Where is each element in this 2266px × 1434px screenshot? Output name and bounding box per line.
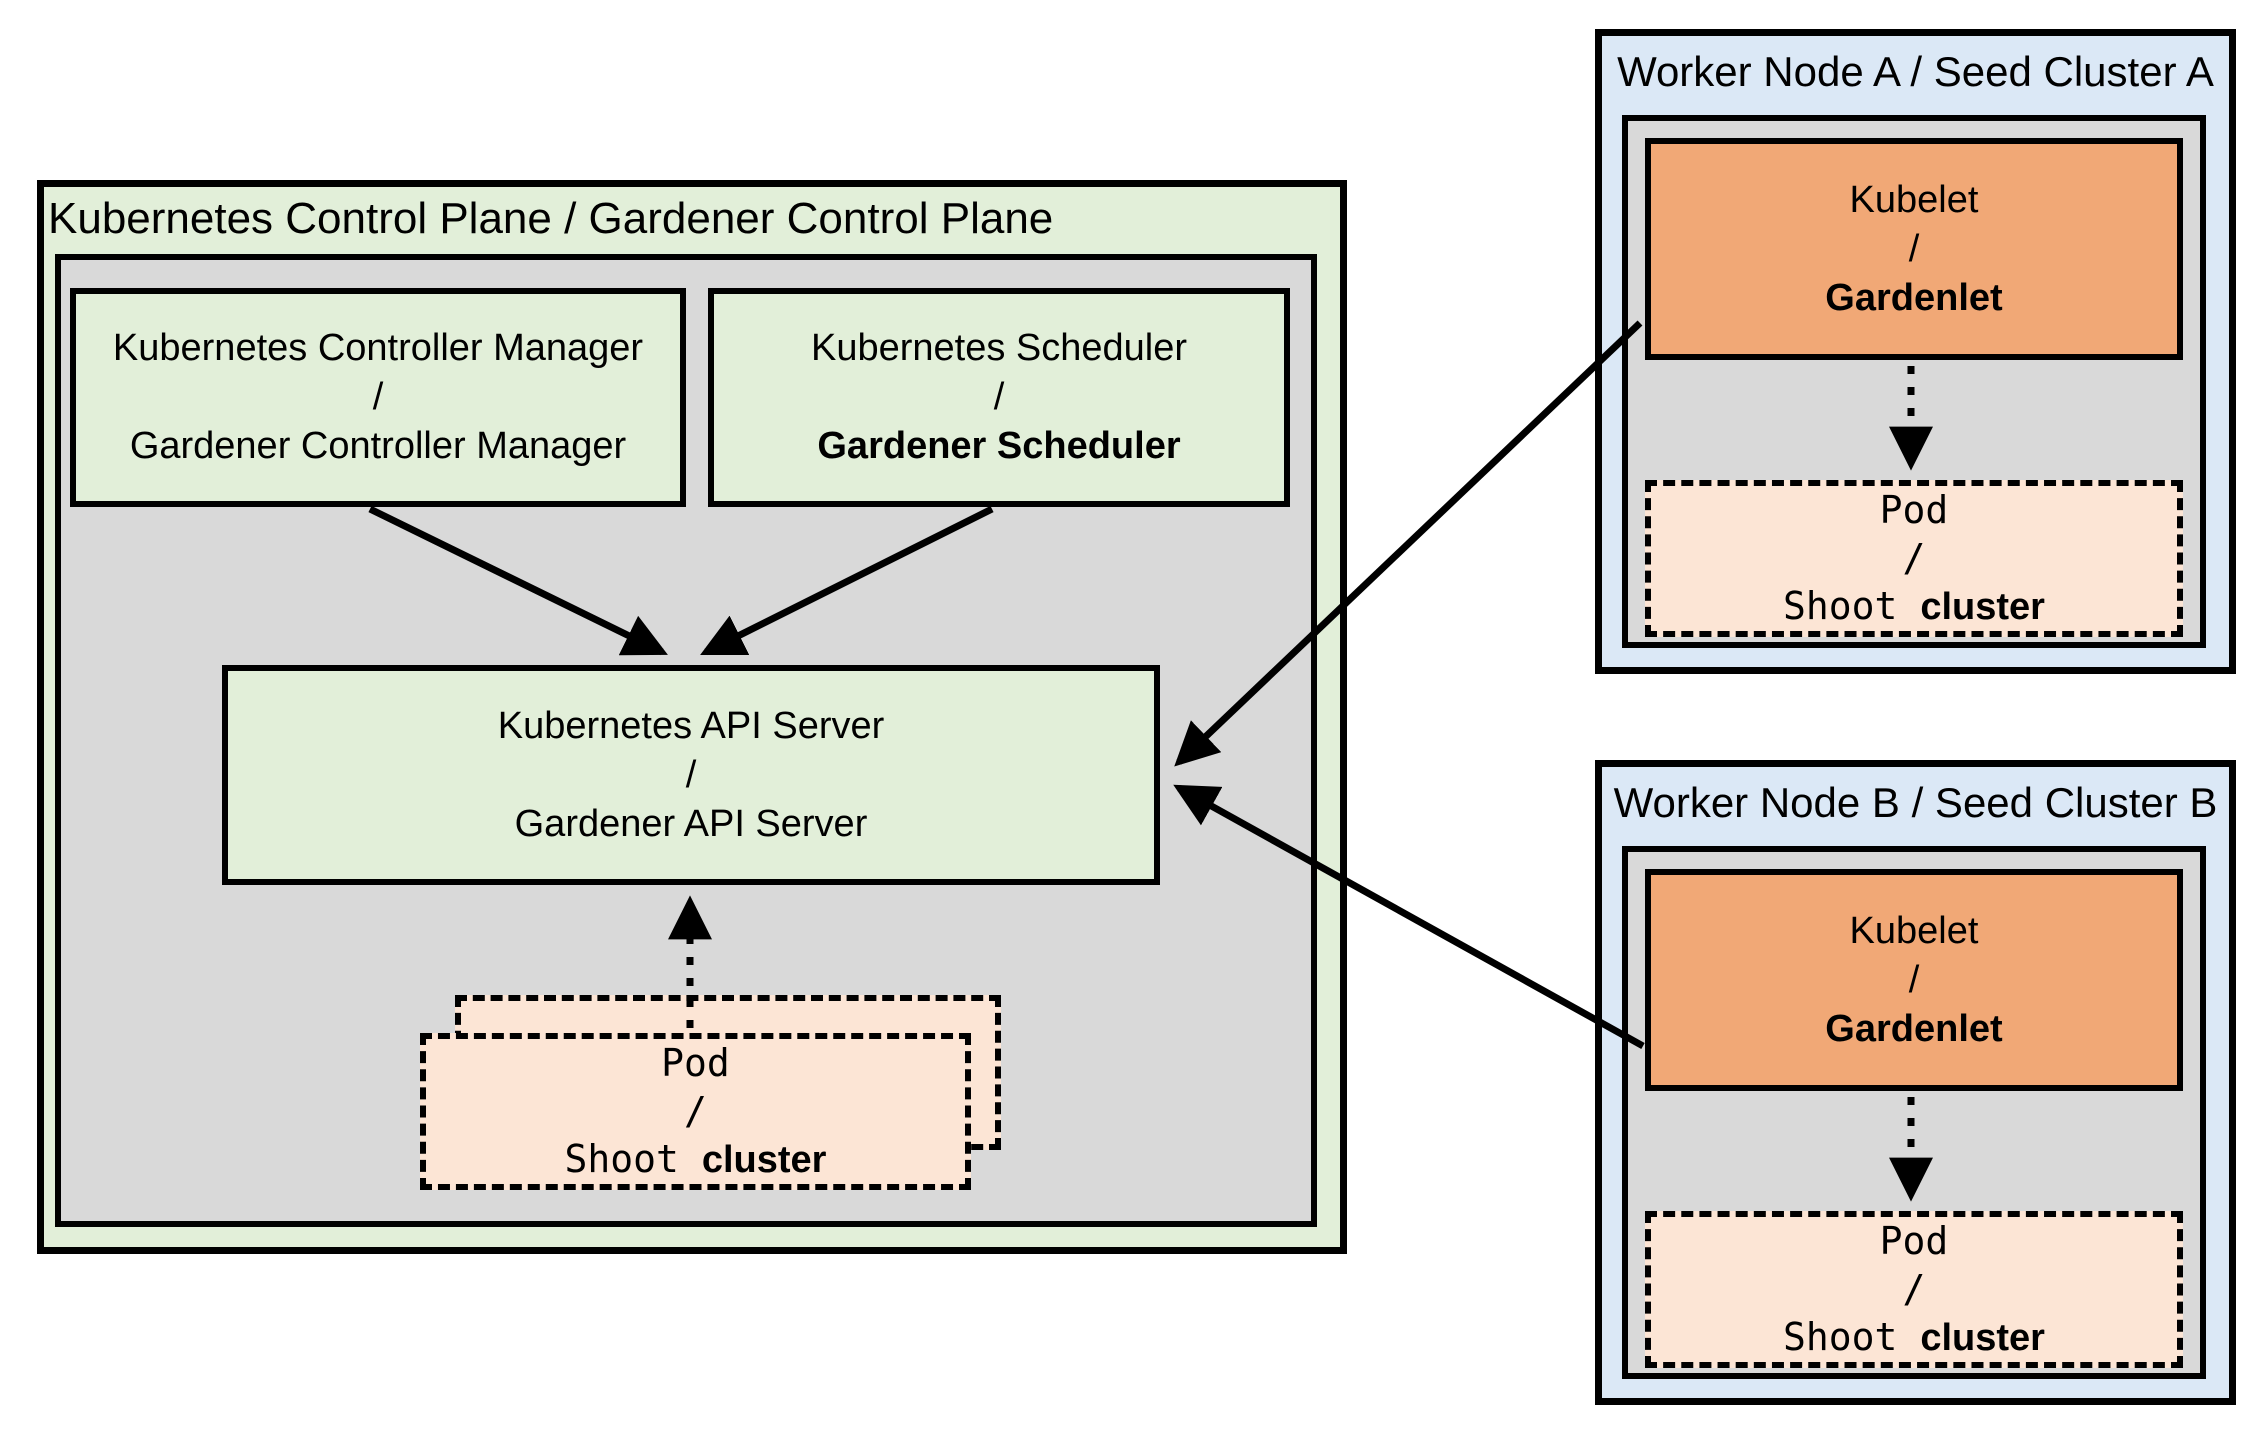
pod-shoot-box-front: Pod / Shoot cluster bbox=[420, 1033, 971, 1190]
controller-manager-line1: Kubernetes Controller Manager bbox=[112, 327, 644, 369]
scheduler-separator: / bbox=[993, 376, 1005, 418]
pod-b-shoot-label: Shoot bbox=[1783, 1315, 1898, 1359]
pod-b-cluster-label: cluster bbox=[1920, 1317, 2045, 1359]
pod-cluster-label: cluster bbox=[701, 1139, 827, 1181]
pod-b-line1: Pod bbox=[1879, 1219, 1949, 1263]
worker-node-b-title: Worker Node B / Seed Cluster B bbox=[1613, 779, 2218, 826]
pod-shoot-box-a: Pod / Shoot cluster bbox=[1645, 480, 2183, 637]
kubelet-box-b: Kubelet / Gardenlet bbox=[1645, 869, 2183, 1091]
kubelet-b-line2: Gardenlet bbox=[1825, 1007, 2003, 1050]
controller-manager-box: Kubernetes Controller Manager / Gardener… bbox=[70, 288, 686, 507]
control-plane-title: Kubernetes Control Plane / Gardener Cont… bbox=[48, 194, 1054, 243]
api-server-separator: / bbox=[685, 753, 697, 796]
pod-shoot-box-b: Pod / Shoot cluster bbox=[1645, 1211, 2183, 1368]
kubelet-box-a: Kubelet / Gardenlet bbox=[1645, 138, 2183, 360]
pod-b-separator: / bbox=[1902, 1267, 1926, 1311]
pod-b-line2: Shoot cluster bbox=[1783, 1313, 2045, 1362]
scheduler-line2: Gardener Scheduler bbox=[817, 425, 1181, 467]
pod-line1: Pod bbox=[661, 1041, 730, 1085]
pod-a-cluster-label: cluster bbox=[1920, 586, 2045, 628]
kubelet-a-line2: Gardenlet bbox=[1825, 276, 2003, 319]
pod-a-line2: Shoot cluster bbox=[1783, 582, 2045, 631]
scheduler-box: Kubernetes Scheduler / Gardener Schedule… bbox=[708, 288, 1290, 507]
kubelet-a-line1: Kubelet bbox=[1849, 178, 1979, 221]
kubelet-b-line1: Kubelet bbox=[1849, 909, 1979, 952]
kubelet-b-separator: / bbox=[1908, 958, 1920, 1001]
controller-manager-separator: / bbox=[372, 376, 384, 418]
api-server-line1: Kubernetes API Server bbox=[497, 704, 885, 747]
api-server-box: Kubernetes API Server / Gardener API Ser… bbox=[222, 665, 1160, 885]
pod-line2: Shoot cluster bbox=[565, 1135, 827, 1184]
pod-a-shoot-label: Shoot bbox=[1783, 584, 1898, 628]
pod-a-separator: / bbox=[1902, 536, 1926, 580]
pod-shoot-label: Shoot bbox=[564, 1137, 679, 1181]
api-server-line2: Gardener API Server bbox=[514, 802, 868, 845]
pod-a-line1: Pod bbox=[1879, 488, 1949, 532]
pod-separator: / bbox=[684, 1089, 707, 1133]
worker-node-a-title: Worker Node A / Seed Cluster A bbox=[1617, 48, 2214, 95]
kubelet-a-separator: / bbox=[1908, 227, 1920, 270]
controller-manager-line2: Gardener Controller Manager bbox=[129, 425, 627, 467]
scheduler-line1: Kubernetes Scheduler bbox=[810, 327, 1188, 369]
